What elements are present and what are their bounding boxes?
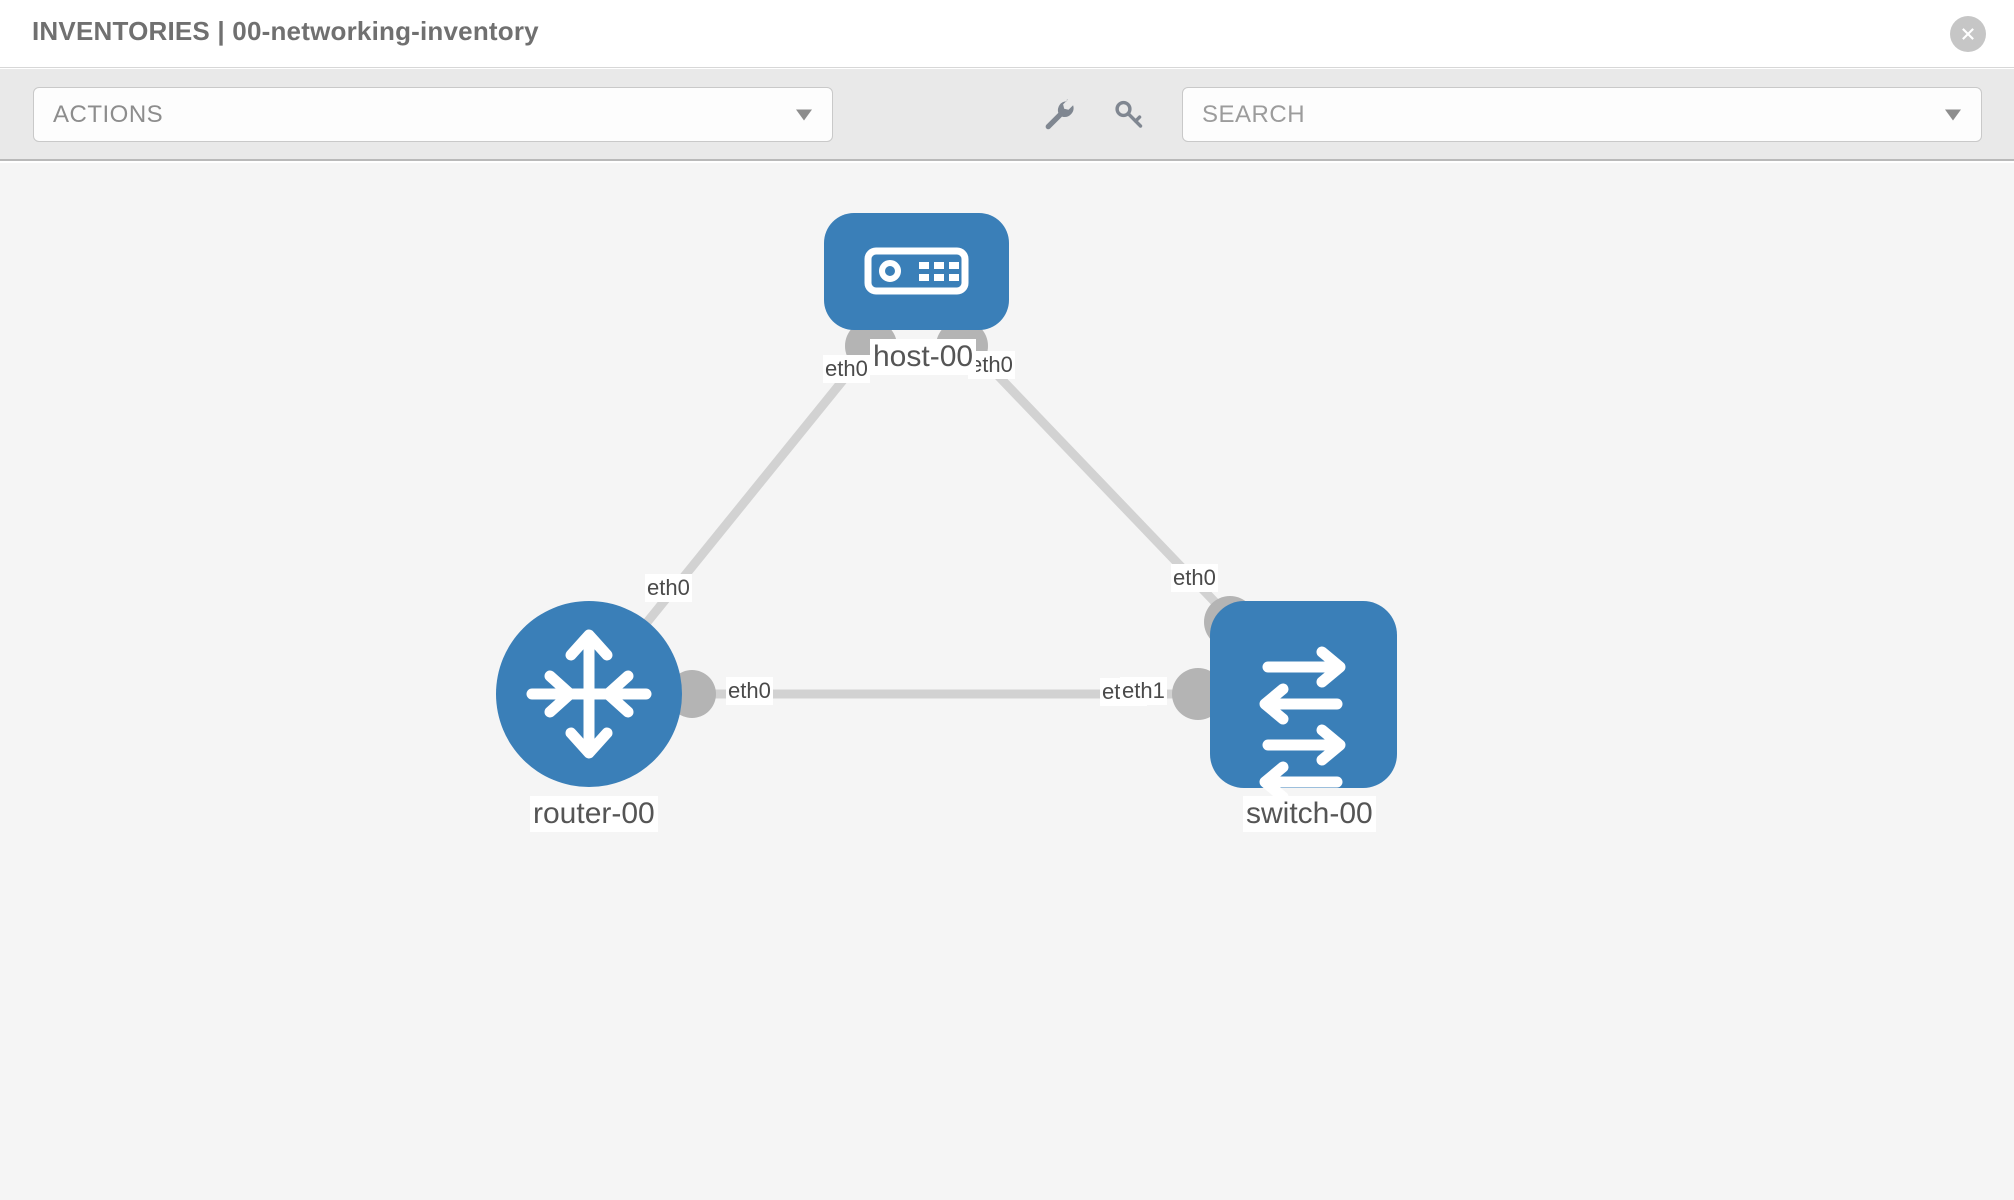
edge-label: eth0	[1171, 564, 1218, 592]
topology-graph	[496, 213, 1397, 803]
search-box[interactable]	[1182, 87, 1982, 142]
node-switch-00[interactable]	[1210, 601, 1397, 803]
edge-label: eth1	[1120, 677, 1167, 705]
server-appliance-icon	[864, 247, 969, 295]
wrench-icon[interactable]	[1035, 91, 1081, 137]
switch-arrows-icon	[1259, 646, 1346, 803]
edge-label: eth0	[726, 677, 773, 705]
topology-canvas[interactable]: eth0 eth0 eth0 eth0 eth0 eth0 eth1 host-…	[0, 163, 2014, 1200]
node-router-00[interactable]	[496, 601, 682, 787]
key-icon[interactable]	[1105, 91, 1151, 137]
node-label-host-00: host-00	[870, 339, 977, 375]
actions-dropdown-label: ACTIONS	[53, 100, 164, 128]
page-title: INVENTORIES | 00-networking-inventory	[32, 16, 539, 46]
toolbar: ACTIONS	[0, 69, 2014, 161]
node-label-router-00: router-00	[530, 796, 658, 832]
topology-interface-endpoints	[668, 320, 1256, 720]
chevron-down-icon[interactable]	[1945, 109, 1961, 120]
node-label-switch-00: switch-00	[1243, 796, 1376, 832]
chevron-down-icon	[796, 109, 812, 120]
edge-label: eth0	[645, 574, 692, 602]
window-header: INVENTORIES | 00-networking-inventory	[0, 0, 2014, 68]
router-arrows-icon	[526, 629, 652, 759]
actions-dropdown[interactable]: ACTIONS	[33, 87, 833, 142]
close-icon[interactable]	[1950, 16, 1986, 52]
edge-label: eth0	[823, 355, 870, 383]
search-input[interactable]	[1202, 100, 1902, 129]
node-host-00[interactable]	[824, 213, 1009, 330]
